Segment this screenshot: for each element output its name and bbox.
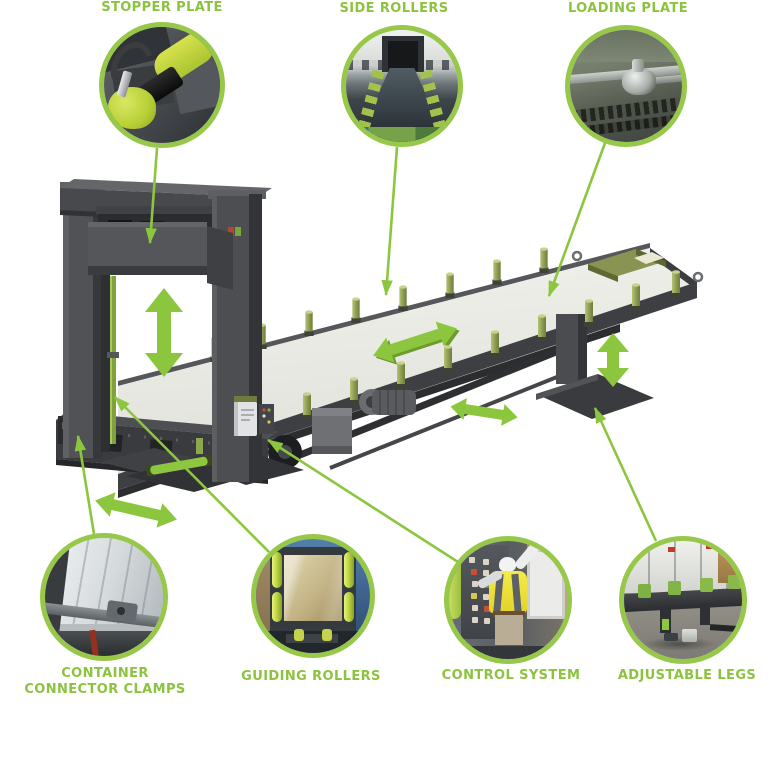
photo-detail [256,559,274,653]
callout-line-stopper-plate [145,147,159,245]
callout-label-container-connector-clamps: CONTAINER CONNECTOR CLAMPS [24,666,186,697]
photo-detail [322,629,332,641]
callout-line-loading-plate [547,142,607,298]
photo-detail [449,549,461,619]
photo-detail [664,633,678,641]
photo-detail [642,637,716,651]
callout-label-guiding-rollers: GUIDING ROLLERS [241,669,381,684]
photo-detail [294,629,304,641]
photo-detail [527,549,565,619]
loading-plate-end [571,249,704,283]
lateral-shift-arrow [450,398,518,426]
photo-detail [284,555,342,621]
photo-detail [570,30,682,62]
photo-detail [344,592,354,622]
callout-label-control-system: CONTROL SYSTEM [441,668,581,683]
photo-detail [634,545,641,550]
callout-photo-adjustable-legs [619,536,747,664]
control-box [234,396,274,436]
callout-line-guiding-rollers [114,396,270,553]
callout-line-container-connector-clamps [74,434,96,535]
callout-label-adjustable-legs: ADJUSTABLE LEGS [617,668,757,683]
guiding-roller-rail [107,276,119,444]
photo-detail [117,607,125,615]
control-system-photo [449,541,567,659]
photo-detail [272,552,282,588]
photo-detail [469,557,475,563]
photo-detail [286,634,338,643]
guiding-rollers-photo [256,539,370,653]
photo-detail [449,646,567,659]
callout-lines [74,142,658,564]
callout-label-side-rollers: SIDE ROLLERS [339,1,449,16]
photo-detail [700,603,710,625]
side-rollers-photo [346,30,458,142]
callout-photo-loading-plate [565,25,687,147]
loading-plate-photo [570,30,682,142]
callout-line-adjustable-legs [593,406,658,542]
adjustable-legs-photo [624,541,742,659]
adjustable-support-leg [536,314,654,419]
callout-label-stopper-plate: STOPPER PLATE [101,0,223,15]
photo-detail [662,619,669,630]
photo-detail [622,68,656,95]
photo-detail [272,592,282,622]
callout-photo-container-connector-clamps [40,533,168,661]
motion-arrows [95,288,629,528]
photo-detail [638,584,651,598]
stopper-plate-photo [104,27,220,143]
callout-photo-control-system [444,536,572,664]
callout-label-loading-plate: LOADING PLATE [567,1,689,16]
callout-line-side-rollers [381,146,399,297]
photo-detail [718,541,742,583]
container-connector-clamps-photo [45,538,163,656]
photo-detail [632,59,644,72]
photo-detail [709,624,737,632]
callout-line-control-system [267,438,459,564]
lift-arrow [145,288,183,377]
photo-detail [682,629,697,642]
callout-photo-stopper-plate [99,22,225,148]
photo-detail [346,127,458,142]
stopper-plate-beam [88,222,233,290]
leg-lift-arrow [597,333,629,387]
deck-slide-arrow [373,321,460,365]
callout-photo-guiding-rollers [251,534,375,658]
photo-detail [495,615,523,645]
under-platform-equipment [298,348,563,470]
photo-detail [499,557,516,572]
base-travel-arrow [95,492,177,528]
photo-detail [108,87,156,129]
photo-detail [344,552,354,588]
callout-photo-side-rollers [341,25,463,147]
photo-detail [388,41,418,71]
photo-detail [45,631,163,656]
photo-detail [493,611,525,617]
